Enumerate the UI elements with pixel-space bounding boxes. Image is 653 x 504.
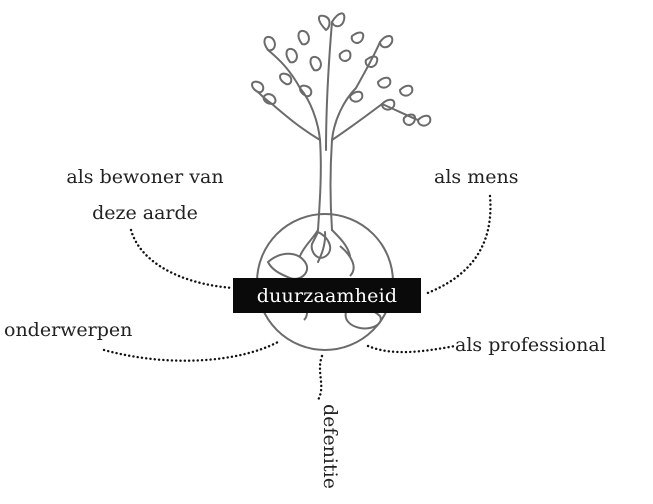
connector-mens [423,194,492,296]
label-onderwerpen: onderwerpen [4,319,133,341]
connector-bewoner [129,228,235,290]
connector-professional [366,344,457,354]
connector-defenitie [316,354,324,402]
label-als-bewoner-van-deze-aarde: als bewoner van deze aarde [52,166,238,225]
dotted-connectors [102,194,492,402]
label-als-mens: als mens [434,166,519,188]
center-node-duurzaamheid: duurzaamheid [233,278,421,313]
label-als-professional: als professional [455,334,606,356]
label-bewoner-line-1: als bewoner van [66,166,224,188]
label-bewoner-line-2: deze aarde [92,201,198,224]
connector-onderwerpen [102,340,280,362]
label-defenitie: defenitie [319,404,341,489]
tree-icon [251,12,432,263]
